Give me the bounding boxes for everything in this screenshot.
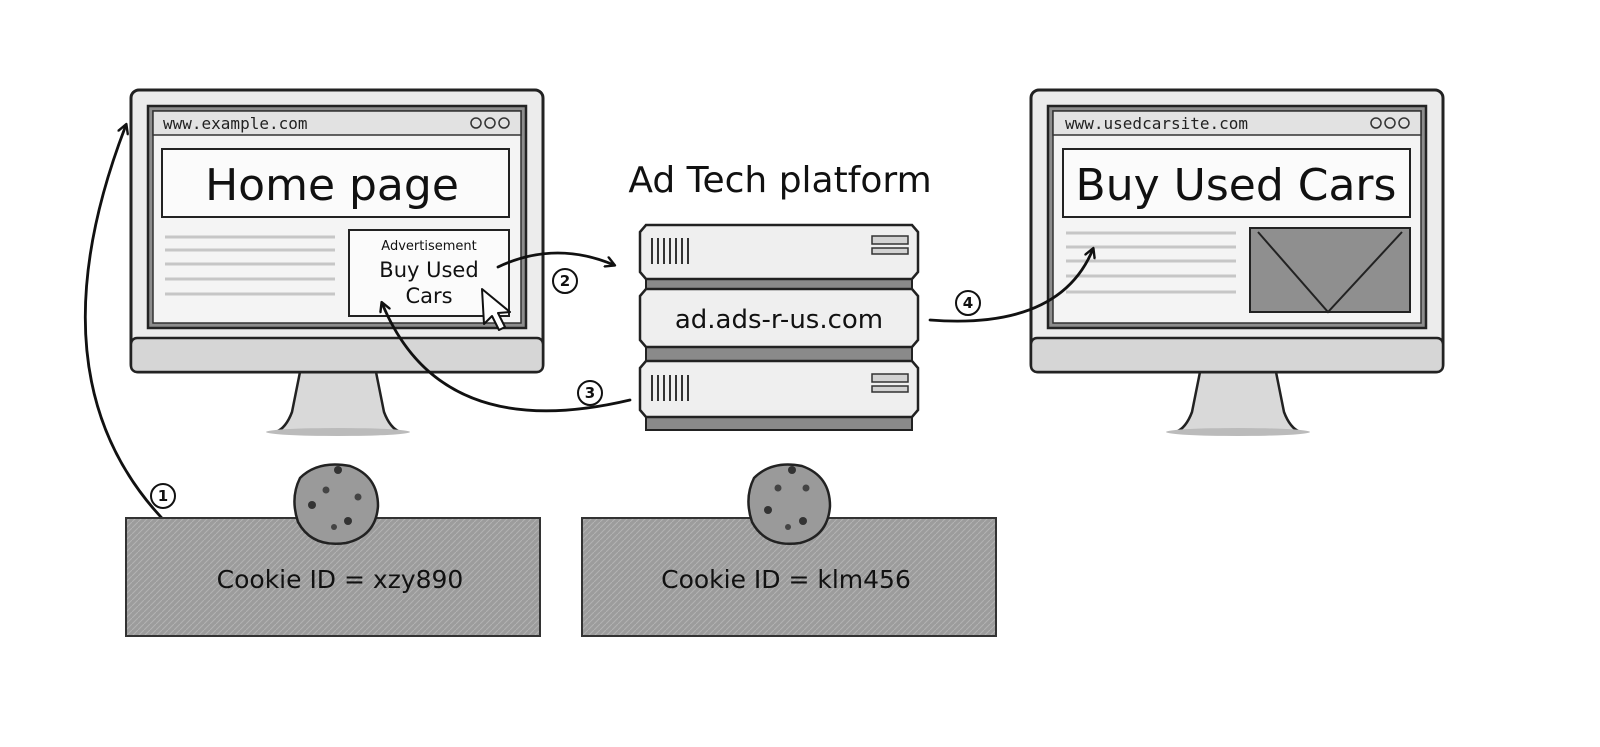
ad-text-line-1: Buy Used: [379, 258, 478, 282]
step-marker-3: 3: [578, 381, 602, 405]
step-number: 3: [585, 384, 595, 402]
image-placeholder-icon: [1250, 228, 1410, 312]
right-monitor: www.usedcarsite.com Buy Used Cars: [1031, 90, 1443, 436]
left-cookie-panel: Cookie ID = xzy890: [126, 465, 540, 637]
step-marker-1: 1: [151, 484, 175, 508]
cookie-icon: [294, 465, 378, 544]
left-browser-window: www.example.com Home page Advertisement …: [153, 111, 521, 330]
home-page-heading: Home page: [205, 160, 459, 211]
server-vent-icon: [652, 238, 688, 264]
middle-cookie-panel: Cookie ID = klm456: [582, 465, 996, 637]
step-number: 2: [560, 272, 570, 290]
right-browser-window: www.usedcarsite.com Buy Used Cars: [1053, 111, 1421, 323]
middle-cookie-id: Cookie ID = klm456: [661, 565, 911, 594]
server-vent-icon: [652, 375, 688, 401]
right-url-bar: www.usedcarsite.com: [1065, 114, 1248, 133]
platform-title: Ad Tech platform: [628, 160, 931, 201]
step-number: 4: [963, 294, 973, 312]
ad-text-line-2: Cars: [405, 284, 452, 308]
step-number: 1: [158, 487, 168, 505]
server-unit-top: [640, 225, 918, 279]
step-marker-4: 4: [956, 291, 980, 315]
server-unit-bottom: [640, 361, 918, 417]
server-hostname: ad.ads-r-us.com: [675, 305, 883, 335]
server-stack: ad.ads-r-us.com: [640, 225, 918, 430]
left-monitor: www.example.com Home page Advertisement …: [131, 90, 543, 436]
server-unit-middle: ad.ads-r-us.com: [640, 289, 918, 347]
cookie-icon: [748, 465, 830, 544]
used-cars-heading: Buy Used Cars: [1076, 160, 1397, 211]
left-url-bar: www.example.com: [163, 114, 308, 133]
step-marker-2: 2: [553, 269, 577, 293]
left-cookie-id: Cookie ID = xzy890: [217, 565, 464, 594]
ad-caption: Advertisement: [381, 239, 476, 254]
